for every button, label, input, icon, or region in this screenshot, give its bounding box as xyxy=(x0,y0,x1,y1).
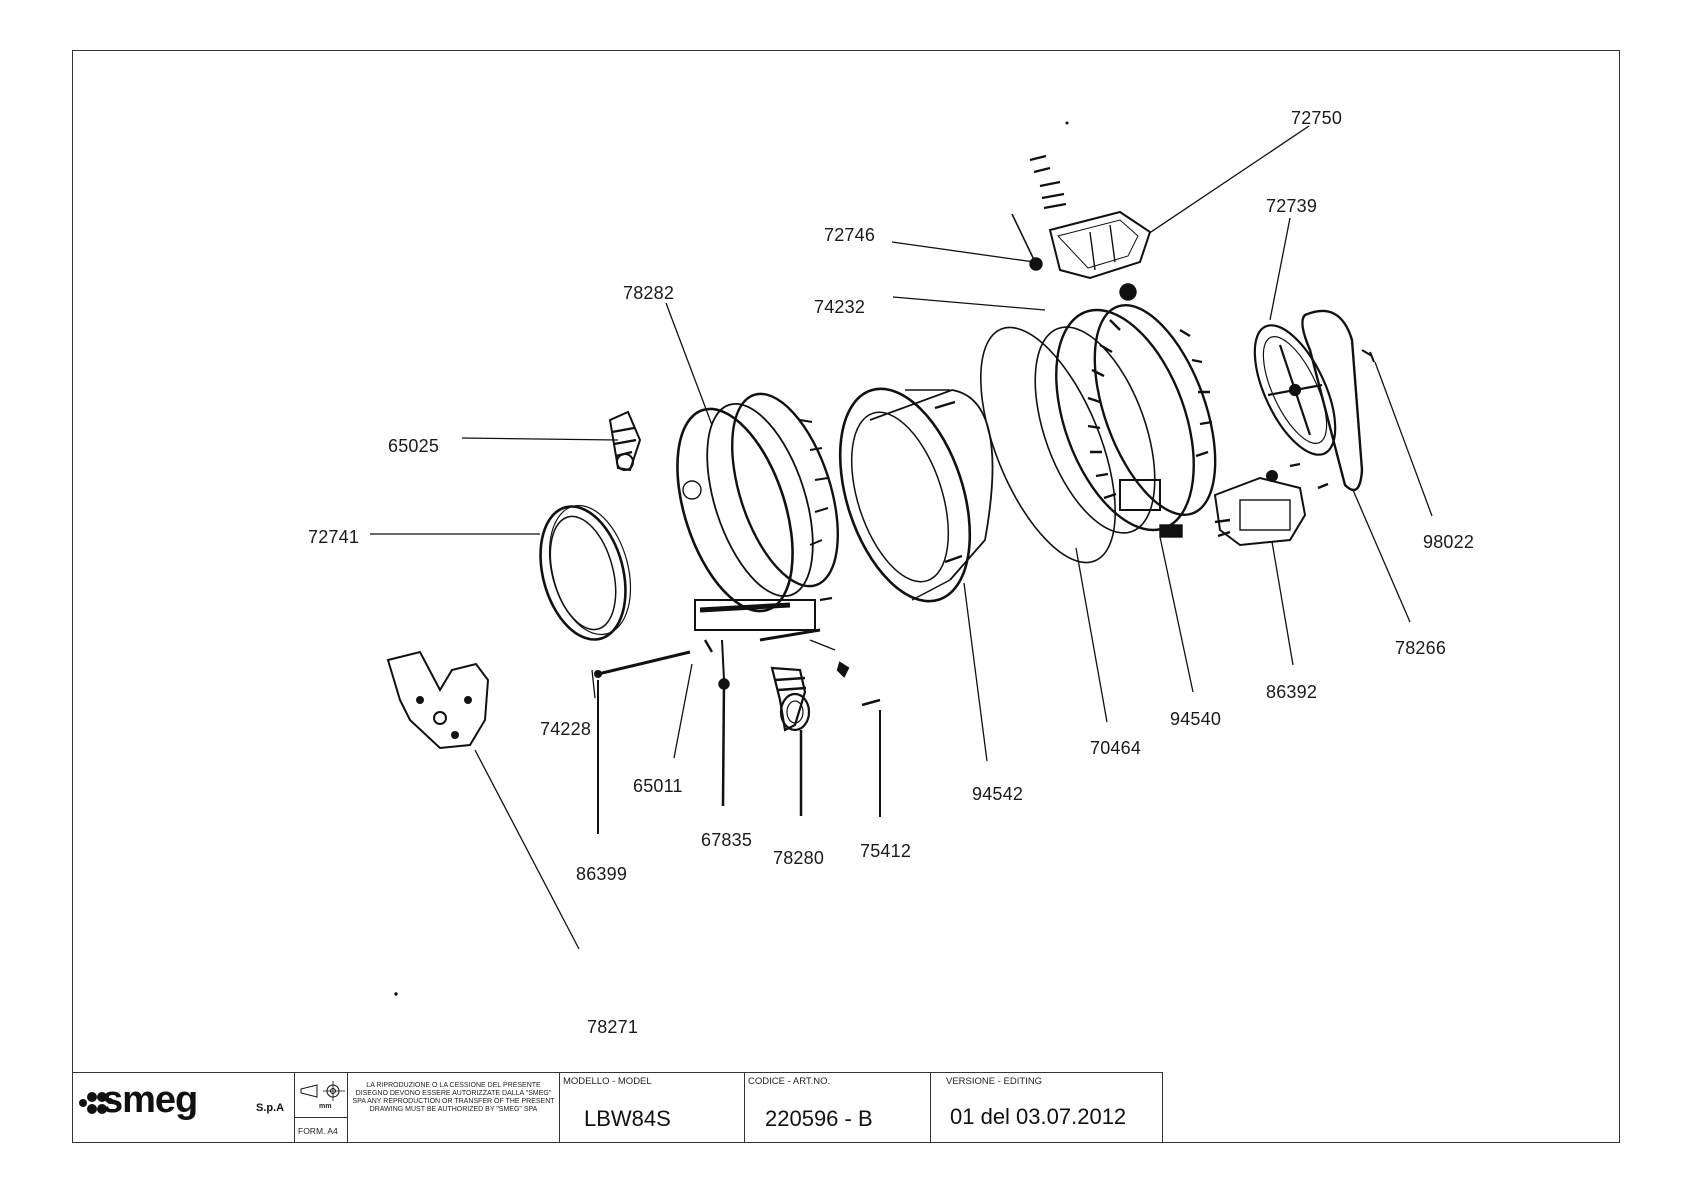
part-label: 72750 xyxy=(1291,108,1343,128)
part-label: 65025 xyxy=(388,436,440,456)
unit-label: mm xyxy=(319,1103,332,1110)
part-72739-pulley xyxy=(1253,324,1337,456)
code-cell: CODICE - ART.NO. 220596 - B xyxy=(745,1072,931,1143)
model-value: LBW84S xyxy=(584,1106,671,1131)
part-65025-valve xyxy=(608,410,642,472)
part-label: 75412 xyxy=(860,841,912,861)
part-label: 78282 xyxy=(623,283,675,303)
part-label: 94542 xyxy=(972,784,1024,804)
version-value: 01 del 03.07.2012 xyxy=(950,1104,1127,1129)
part-78280-pump xyxy=(770,666,811,732)
code-label: CODICE - ART.NO. xyxy=(748,1076,831,1087)
version-label: VERSIONE - EDITING xyxy=(946,1076,1043,1087)
projection-symbol-icon xyxy=(300,1081,345,1101)
part-label: 98022 xyxy=(1423,532,1475,552)
part-74228-rod xyxy=(594,650,691,678)
part-label: 94540 xyxy=(1170,709,1222,729)
part-70464-tub-seal xyxy=(979,326,1117,564)
part-94542-drum xyxy=(838,387,994,603)
part-label: 86392 xyxy=(1266,682,1318,702)
part-label: 67835 xyxy=(701,830,753,850)
part-72741-door-seal xyxy=(539,504,632,641)
part-78266-belt xyxy=(1301,309,1364,492)
part-86392-motor xyxy=(1213,462,1329,547)
drawing-frame xyxy=(72,50,1620,1143)
brand-suffix: S.p.A xyxy=(256,1102,285,1114)
title-block: smeg S.p.A mm FORM. A4 LA RIPRODUZIONE O… xyxy=(72,1072,1163,1143)
part-label: 74228 xyxy=(540,719,592,739)
part-78271-counterweight xyxy=(386,650,490,750)
part-94540-rear-tub xyxy=(1034,304,1217,538)
format-label: FORM. A4 xyxy=(298,1126,338,1136)
part-label: 78266 xyxy=(1395,638,1447,658)
legal-cell: LA RIPRODUZIONE O LA CESSIONE DEL PRESEN… xyxy=(348,1072,560,1143)
model-cell: MODELLO - MODEL LBW84S xyxy=(560,1072,745,1143)
part-label: 86399 xyxy=(576,864,628,884)
part-label: 74232 xyxy=(814,297,866,317)
part-label: 72746 xyxy=(824,225,876,245)
part-75412-clip xyxy=(836,661,881,707)
part-label: 72739 xyxy=(1266,196,1318,216)
version-cell: VERSIONE - EDITING 01 del 03.07.2012 xyxy=(931,1072,1163,1143)
part-label: 70464 xyxy=(1090,738,1142,758)
part-78282-front-tub xyxy=(676,392,839,651)
part-67835-stud xyxy=(718,639,730,690)
part-98022-screw xyxy=(1361,349,1375,363)
smeg-logo-icon xyxy=(79,1092,113,1114)
code-value: 220596 - B xyxy=(765,1106,873,1131)
part-label: 78280 xyxy=(773,848,825,868)
part-label: 78271 xyxy=(587,1017,639,1037)
part-label: 72741 xyxy=(308,527,360,547)
leader-lines xyxy=(370,125,1433,950)
brand-cell: smeg S.p.A xyxy=(72,1072,295,1143)
part-72750-housing xyxy=(1011,154,1152,301)
model-label: MODELLO - MODEL xyxy=(563,1076,652,1087)
part-65011-screw xyxy=(703,639,714,653)
legal-notice: LA RIPRODUZIONE O LA CESSIONE DEL PRESEN… xyxy=(352,1082,555,1113)
brand-name: smeg xyxy=(102,1079,198,1121)
part-label: 65011 xyxy=(633,776,683,796)
unit-cell: mm FORM. A4 xyxy=(295,1072,348,1143)
